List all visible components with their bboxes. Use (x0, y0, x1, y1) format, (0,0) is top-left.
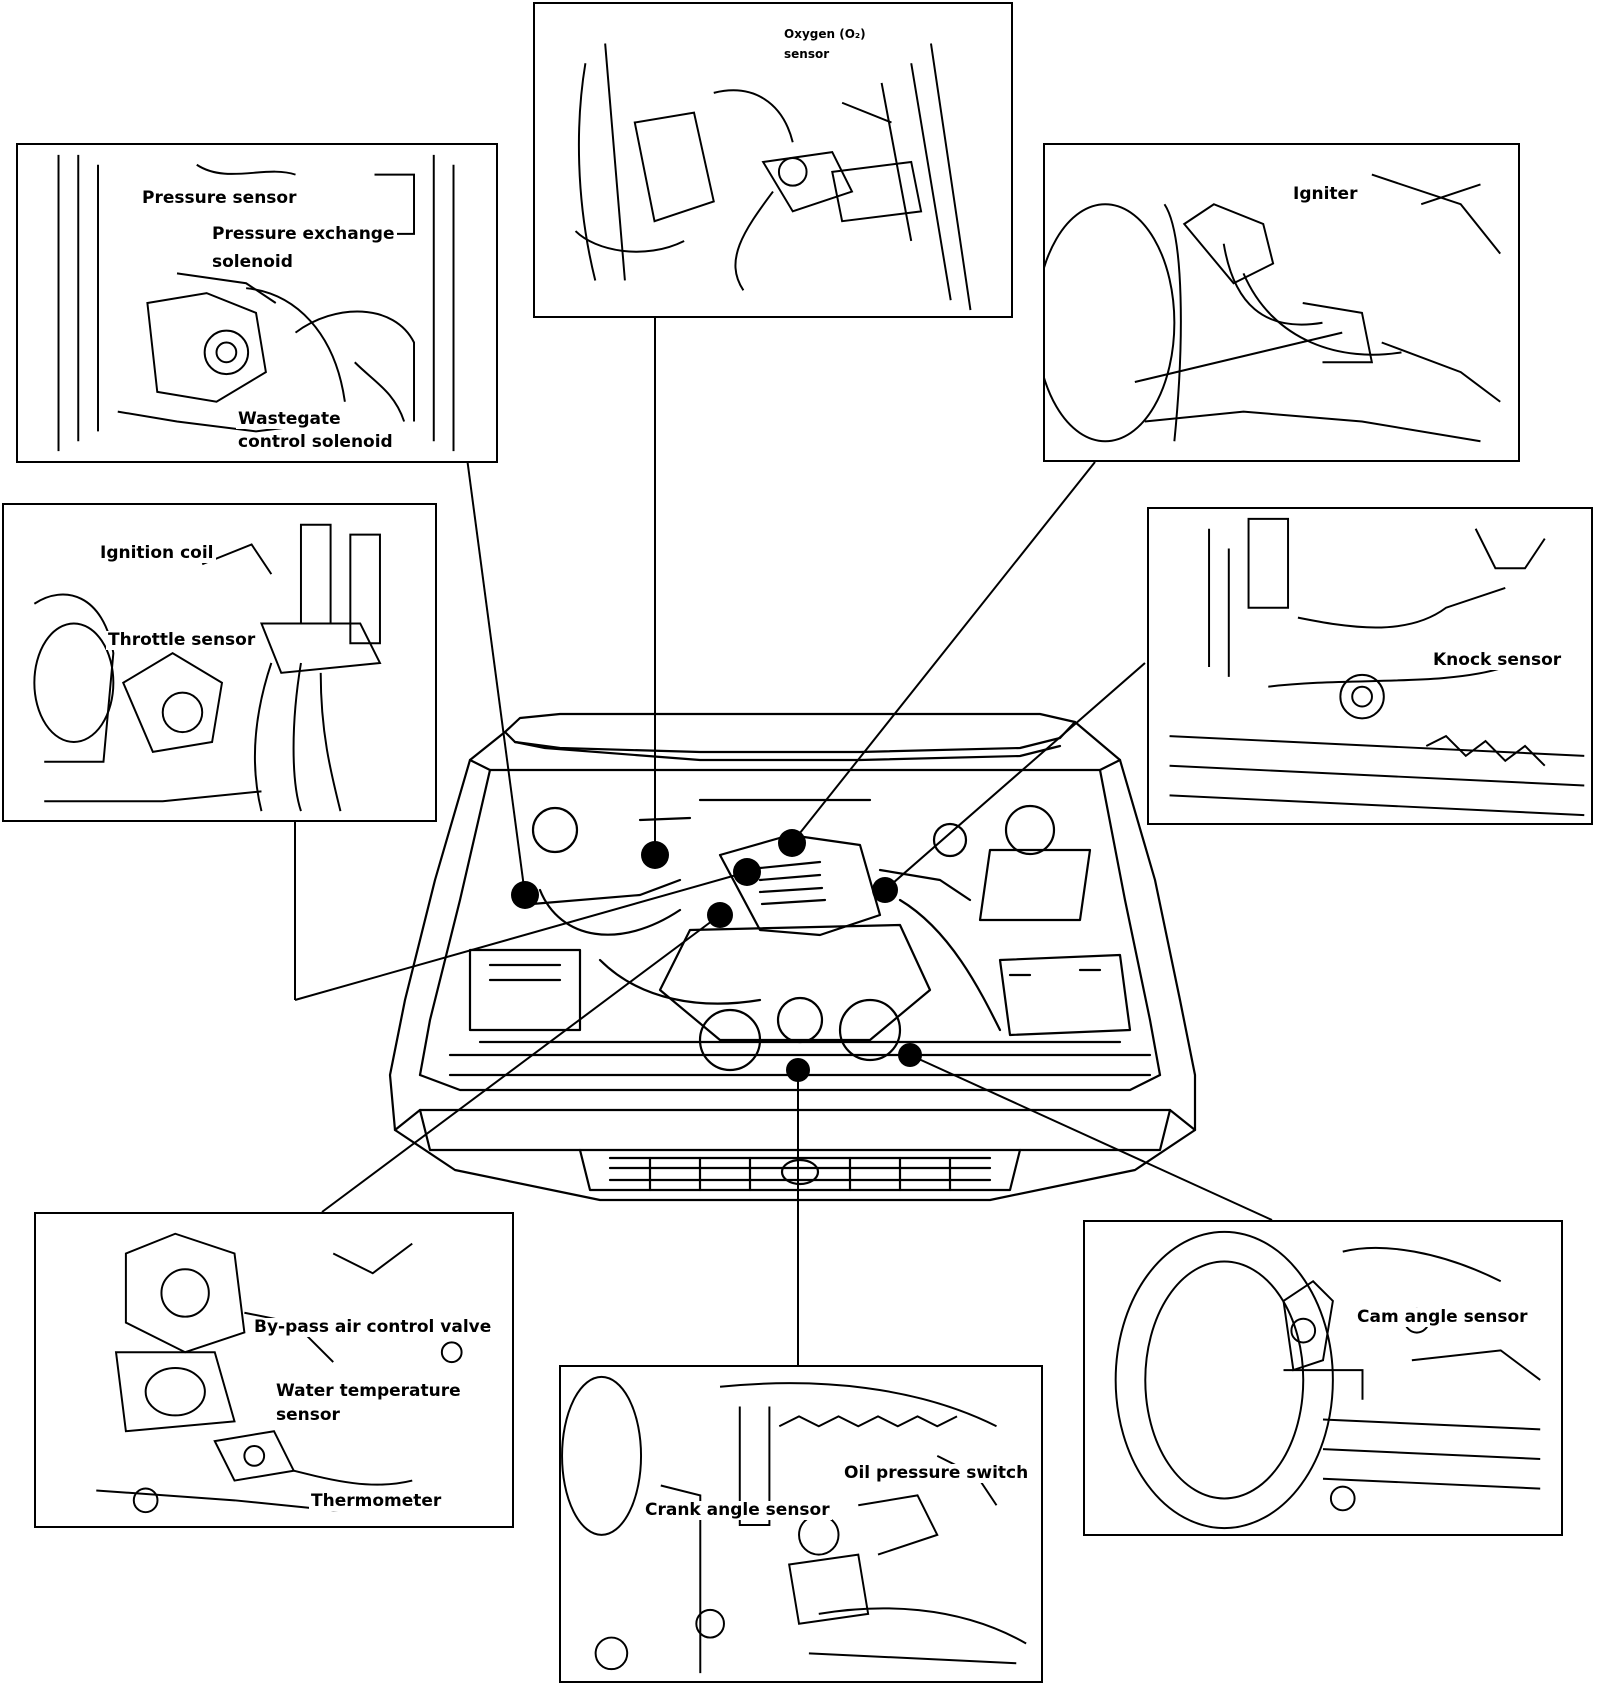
label-water-temperature-2: sensor (274, 1405, 342, 1425)
dot-knock (872, 877, 898, 903)
label-igniter: Igniter (1291, 184, 1360, 204)
label-ignition-coil: Ignition coil (98, 543, 216, 563)
oxygen-sensor-illustration (574, 43, 972, 311)
label-throttle-sensor: Throttle sensor (106, 630, 258, 650)
label-wastegate-2: control solenoid (236, 432, 395, 452)
dot-oxygen (641, 841, 669, 869)
panel-oxygen-sensor: Oxygen (O₂) sensor (533, 2, 1013, 318)
label-pressure-sensor: Pressure sensor (140, 188, 299, 208)
label-cam-angle-sensor: Cam angle sensor (1355, 1307, 1530, 1327)
label-bypass-valve: By-pass air control valve (252, 1317, 494, 1337)
knock-sensor-illustration (1169, 517, 1585, 817)
label-oxygen: Oxygen (O₂) (782, 27, 868, 42)
dot-crank (786, 1058, 810, 1082)
panel-igniter: Igniter (1043, 143, 1520, 462)
cam-angle-sensor-illustration (1114, 1230, 1541, 1530)
label-pressure-exchange: Pressure exchange (210, 224, 397, 244)
label-oil-pressure-switch: Oil pressure switch (842, 1463, 1031, 1483)
dot-wastegate (511, 881, 539, 909)
panel-ignition-coil: Ignition coil Throttle sensor (2, 503, 437, 822)
dot-bypass (707, 902, 733, 928)
label-water-temperature: Water temperature (274, 1381, 463, 1401)
crank-angle-sensor-illustration (561, 1375, 1027, 1674)
panel-bypass-valve: By-pass air control valve Water temperat… (34, 1212, 514, 1528)
label-wastegate: Wastegate (236, 409, 343, 429)
label-pressure-exchange-2: solenoid (210, 252, 295, 272)
label-knock-sensor: Knock sensor (1431, 650, 1564, 670)
panel-pressure-sensor: Pressure sensor Pressure exchange soleno… (16, 143, 498, 463)
ignition-coil-illustration (33, 523, 382, 812)
bypass-valve-illustration (96, 1232, 463, 1514)
label-oxygen-2: sensor (782, 47, 832, 62)
label-crank-angle-sensor: Crank angle sensor (643, 1500, 832, 1520)
label-thermometer: Thermometer (309, 1491, 444, 1511)
igniter-illustration (1045, 173, 1501, 443)
panel-crank-angle-sensor: Oil pressure switch Crank angle sensor (559, 1365, 1043, 1683)
panel-cam-angle-sensor: Cam angle sensor (1083, 1220, 1563, 1536)
dot-igniter (778, 829, 806, 857)
dot-cam (898, 1043, 922, 1067)
pressure-sensor-illustration (57, 154, 455, 452)
dot-ignition-coil (733, 858, 761, 886)
panel-knock-sensor: Knock sensor (1147, 507, 1593, 825)
